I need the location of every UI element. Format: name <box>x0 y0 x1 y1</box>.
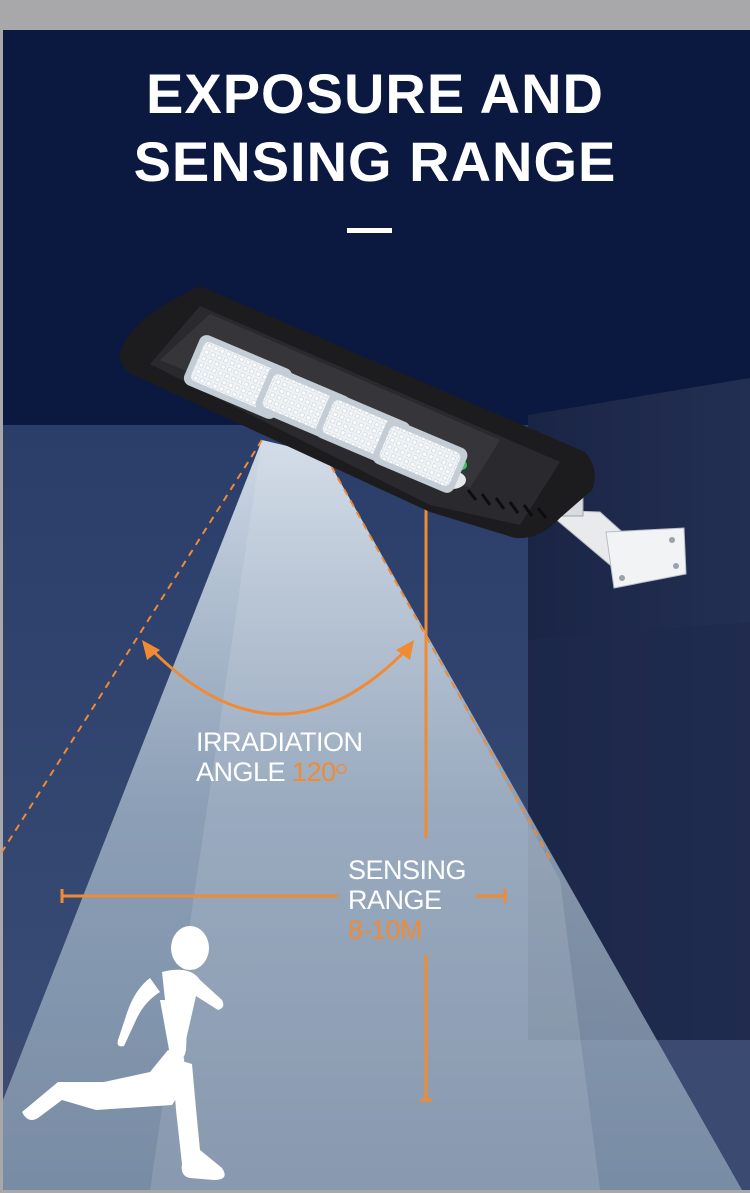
irradiation-angle-value: 120 <box>292 757 336 787</box>
angle-arrow-right <box>396 640 414 660</box>
title-divider <box>347 228 392 233</box>
irradiation-prefix: ANGLE <box>196 757 293 787</box>
irradiation-line-1: IRRADIATION <box>196 727 363 757</box>
sensing-label: SENSING RANGE 8-10M <box>348 855 467 945</box>
sensing-line-1: SENSING <box>348 855 467 885</box>
running-person-icon <box>22 926 225 1180</box>
title-line-2: SENSING RANGE <box>133 130 617 193</box>
page-title: EXPOSURE AND SENSING RANGE <box>0 60 750 196</box>
irradiation-line-2: ANGLE 120O <box>196 757 363 787</box>
sensing-distance: 8-10M <box>348 915 423 945</box>
irradiation-angle-unit: O <box>335 761 348 778</box>
light-beam-core <box>150 440 600 1190</box>
coverage-left-line <box>0 439 263 856</box>
angle-arrow-left <box>142 640 160 660</box>
irradiation-label: IRRADIATION ANGLE 120O <box>196 727 363 787</box>
sensing-line-2: RANGE <box>348 885 442 915</box>
angle-arc <box>148 646 410 716</box>
title-line-1: EXPOSURE AND <box>145 62 604 125</box>
led-panels <box>183 335 468 493</box>
